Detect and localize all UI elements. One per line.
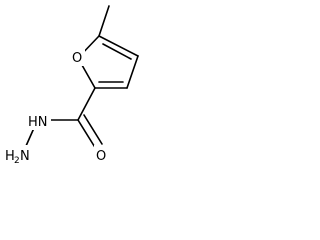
bond-carbonyl-o: [77, 119, 97, 150]
amine-mask: [4, 145, 34, 165]
structure-diagram: O O HN H 2 N: [4, 5, 139, 166]
amine-n-label: N: [20, 149, 30, 164]
ring-oxygen-label: O: [72, 51, 82, 66]
bond-nh-nh2: [25, 127, 35, 147]
carbonyl-oxygen-mask: [94, 145, 109, 163]
ring-oxygen-mask: [70, 48, 85, 66]
amine-subscript-label: 2: [14, 156, 20, 166]
bond-methyl-c5: [98, 5, 110, 37]
bond-carbonyl-o-double: [83, 114, 103, 145]
bond-c3-c4: [126, 55, 139, 89]
bond-c2-carbonyl: [77, 87, 96, 121]
hydrazide-nh-label: HN: [28, 115, 48, 130]
bond-c4-c5-double: [102, 43, 132, 60]
bond-c4-c5: [98, 35, 139, 57]
carbonyl-oxygen-label: O: [96, 149, 106, 164]
hydrazide-nh-mask: [26, 112, 51, 130]
amine-h-label: H: [5, 149, 15, 164]
